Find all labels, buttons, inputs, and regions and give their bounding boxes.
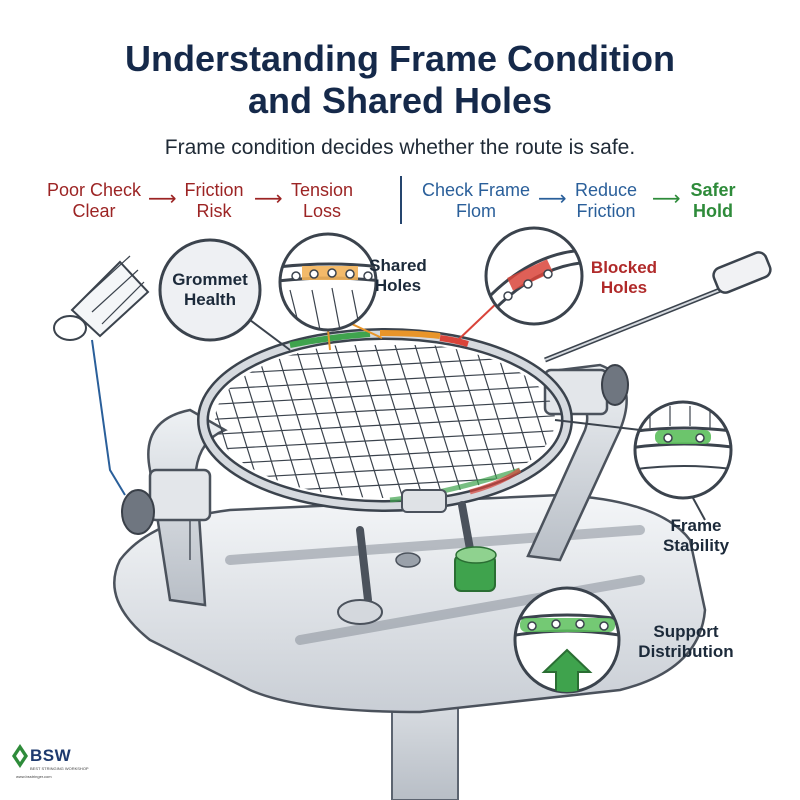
callout-label-shared-holes: Shared Holes xyxy=(360,256,436,296)
callout-frame-stability xyxy=(630,402,740,498)
callout-blocked-holes xyxy=(486,228,596,324)
callout-text: Holes xyxy=(360,276,436,296)
logo-name: BSW xyxy=(30,746,71,766)
knob-icon xyxy=(122,490,154,534)
callout-text: Blocked xyxy=(582,258,666,278)
callout-text: Shared xyxy=(360,256,436,276)
callout-label-frame-stability: Frame Stability xyxy=(652,516,740,556)
logo-tagline: BEST STRINGING WORKSHOP xyxy=(30,766,100,771)
callout-label-blocked-holes: Blocked Holes xyxy=(582,258,666,298)
logo-mark xyxy=(12,744,28,768)
callout-text: Health xyxy=(164,290,256,310)
callout-text: Frame xyxy=(652,516,740,536)
logo-url: www.bsstringer.com xyxy=(16,774,96,779)
callout-text: Stability xyxy=(652,536,740,556)
callout-text: Support xyxy=(628,622,744,642)
callout-label-support-distribution: Support Distribution xyxy=(628,622,744,662)
racket-head xyxy=(195,333,585,506)
callout-text: Holes xyxy=(582,278,666,298)
callout-text: Grommet xyxy=(164,270,256,290)
shuttlecock-icon xyxy=(54,256,148,340)
knob-icon xyxy=(602,365,628,405)
callout-label-grommet-health: Grommet Health xyxy=(164,270,256,310)
callout-text: Distribution xyxy=(628,642,744,662)
